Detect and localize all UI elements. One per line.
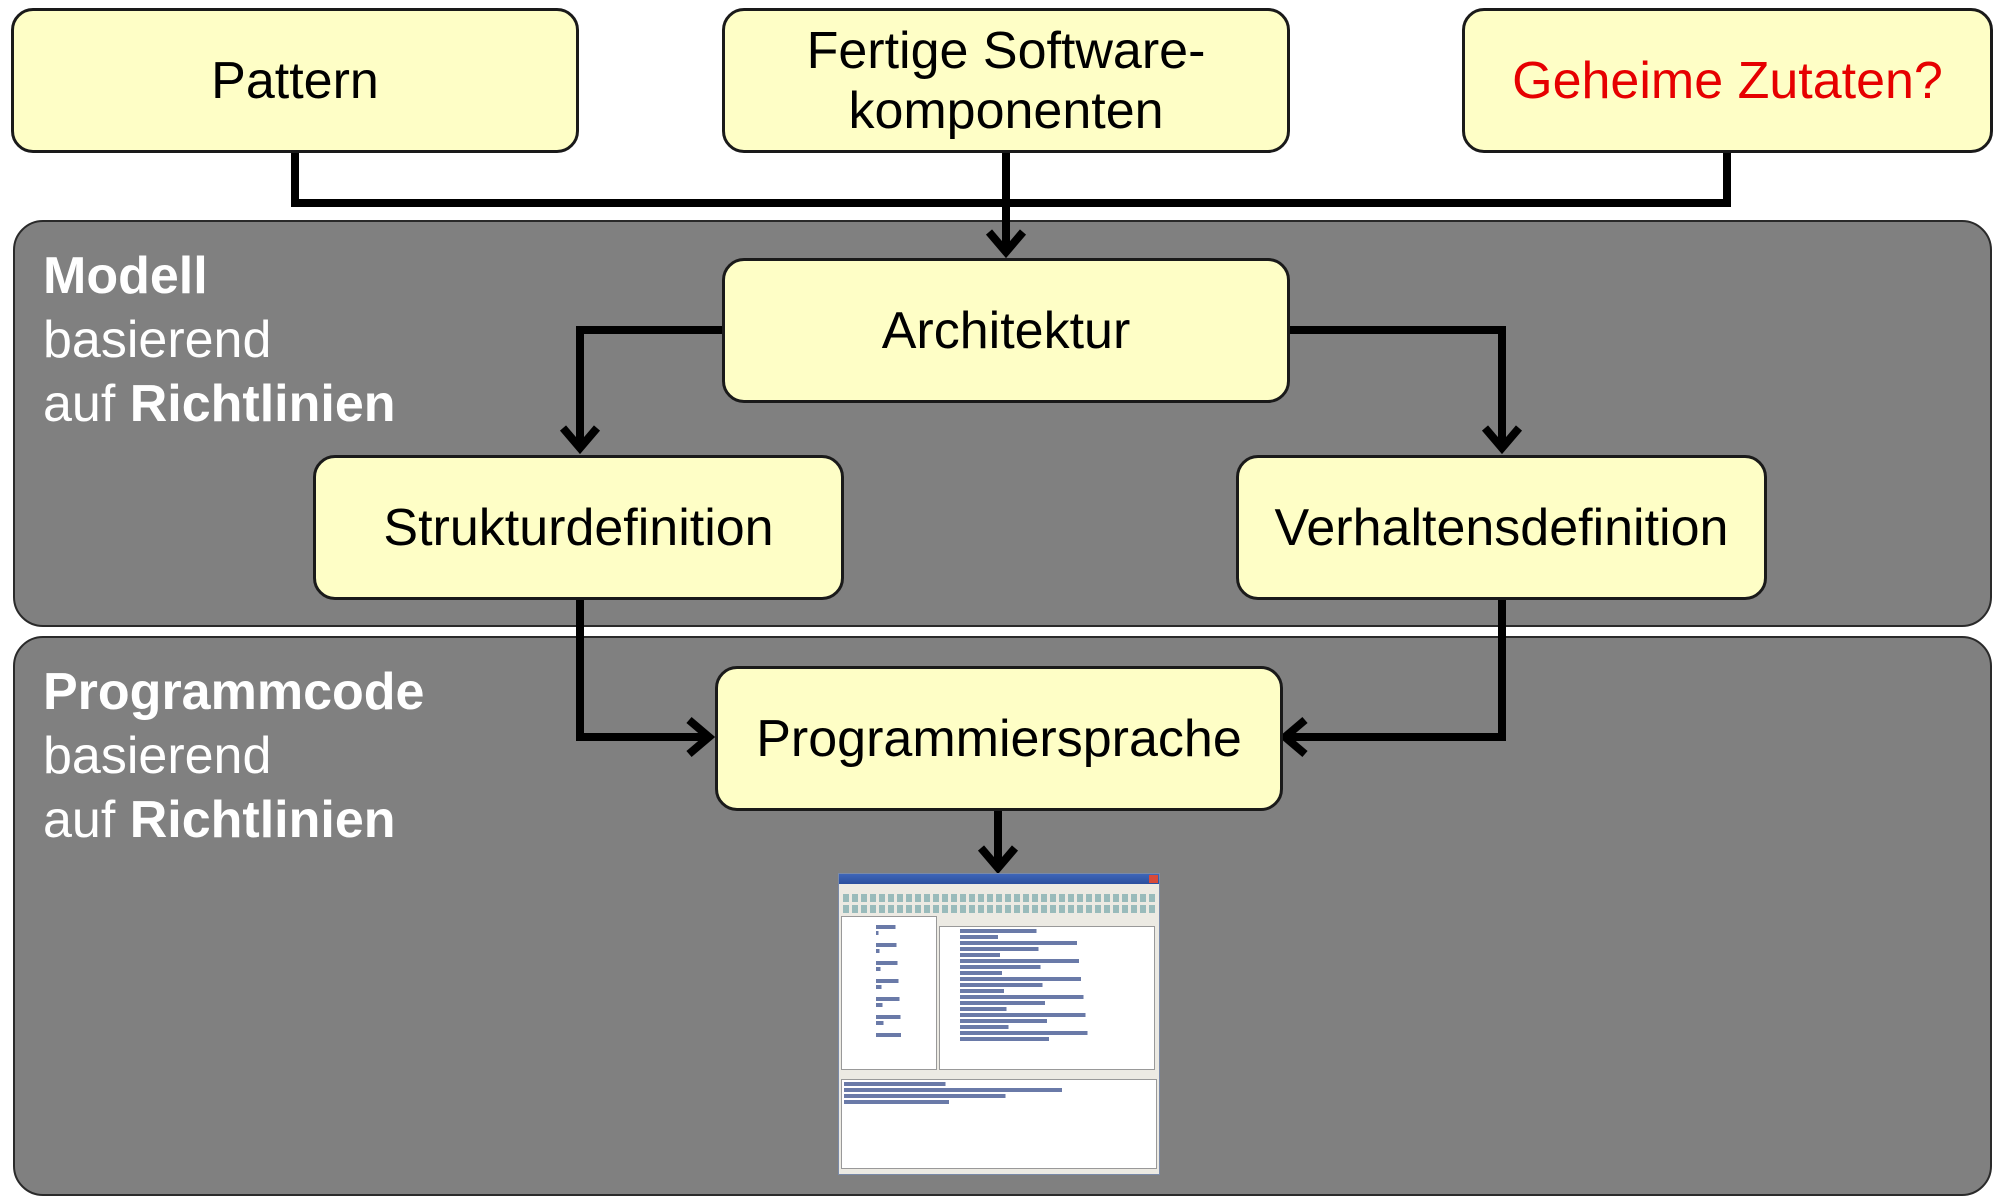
box-strukturdefinition: Strukturdefinition <box>313 455 844 600</box>
box-pattern-label: Pattern <box>211 51 379 110</box>
box-software-components: Fertige Software- komponenten <box>722 8 1290 153</box>
box-architektur-label: Architektur <box>881 301 1131 360</box>
ide-screenshot-image <box>838 873 1160 1175</box>
model-panel-line3-bold: Richtlinien <box>129 375 396 433</box>
model-panel-label: Modell basierend auf Richtlinien <box>43 244 396 436</box>
box-secret-ingredients: Geheime Zutaten? <box>1462 8 1993 153</box>
arrowhead-screenshot <box>977 845 1019 875</box>
code-panel-line2: basierend <box>43 727 272 785</box>
connector-struktur-prog <box>576 597 709 741</box>
box-software-line1: Fertige Software- <box>806 21 1206 80</box>
arrowhead-prog-right <box>1278 716 1308 758</box>
box-verhaltensdefinition: Verhaltensdefinition <box>1236 455 1767 600</box>
arrowhead-prog-left <box>686 716 716 758</box>
connector-arch-verhalten <box>1288 326 1506 448</box>
box-architektur: Architektur <box>722 258 1290 403</box>
arrowhead-struktur <box>559 425 601 455</box>
box-software-line2: komponenten <box>848 81 1164 140</box>
connector-pattern <box>291 152 1006 207</box>
code-panel-line3-prefix: auf <box>43 791 130 849</box>
code-panel-title: Programmcode <box>43 663 425 721</box>
arrowhead-architektur <box>985 229 1027 259</box>
box-pattern: Pattern <box>11 8 579 153</box>
model-panel-line3-prefix: auf <box>43 375 130 433</box>
box-programmiersprache-label: Programmiersprache <box>756 709 1242 768</box>
model-panel-line2: basierend <box>43 311 272 369</box>
code-panel-line3-bold: Richtlinien <box>129 791 396 849</box>
box-secret-label: Geheime Zutaten? <box>1512 51 1943 110</box>
box-programmiersprache: Programmiersprache <box>715 666 1283 811</box>
box-struktur-label: Strukturdefinition <box>383 498 774 557</box>
code-panel-label: Programmcode basierend auf Richtlinien <box>43 660 424 852</box>
connector-secret <box>1006 152 1731 207</box>
connector-arch-struktur <box>576 326 724 448</box>
connector-verhalten-prog <box>1285 597 1506 741</box>
model-panel-title: Modell <box>43 247 208 305</box>
arrowhead-verhalten <box>1481 425 1523 455</box>
box-verhalten-label: Verhaltensdefinition <box>1274 498 1729 557</box>
